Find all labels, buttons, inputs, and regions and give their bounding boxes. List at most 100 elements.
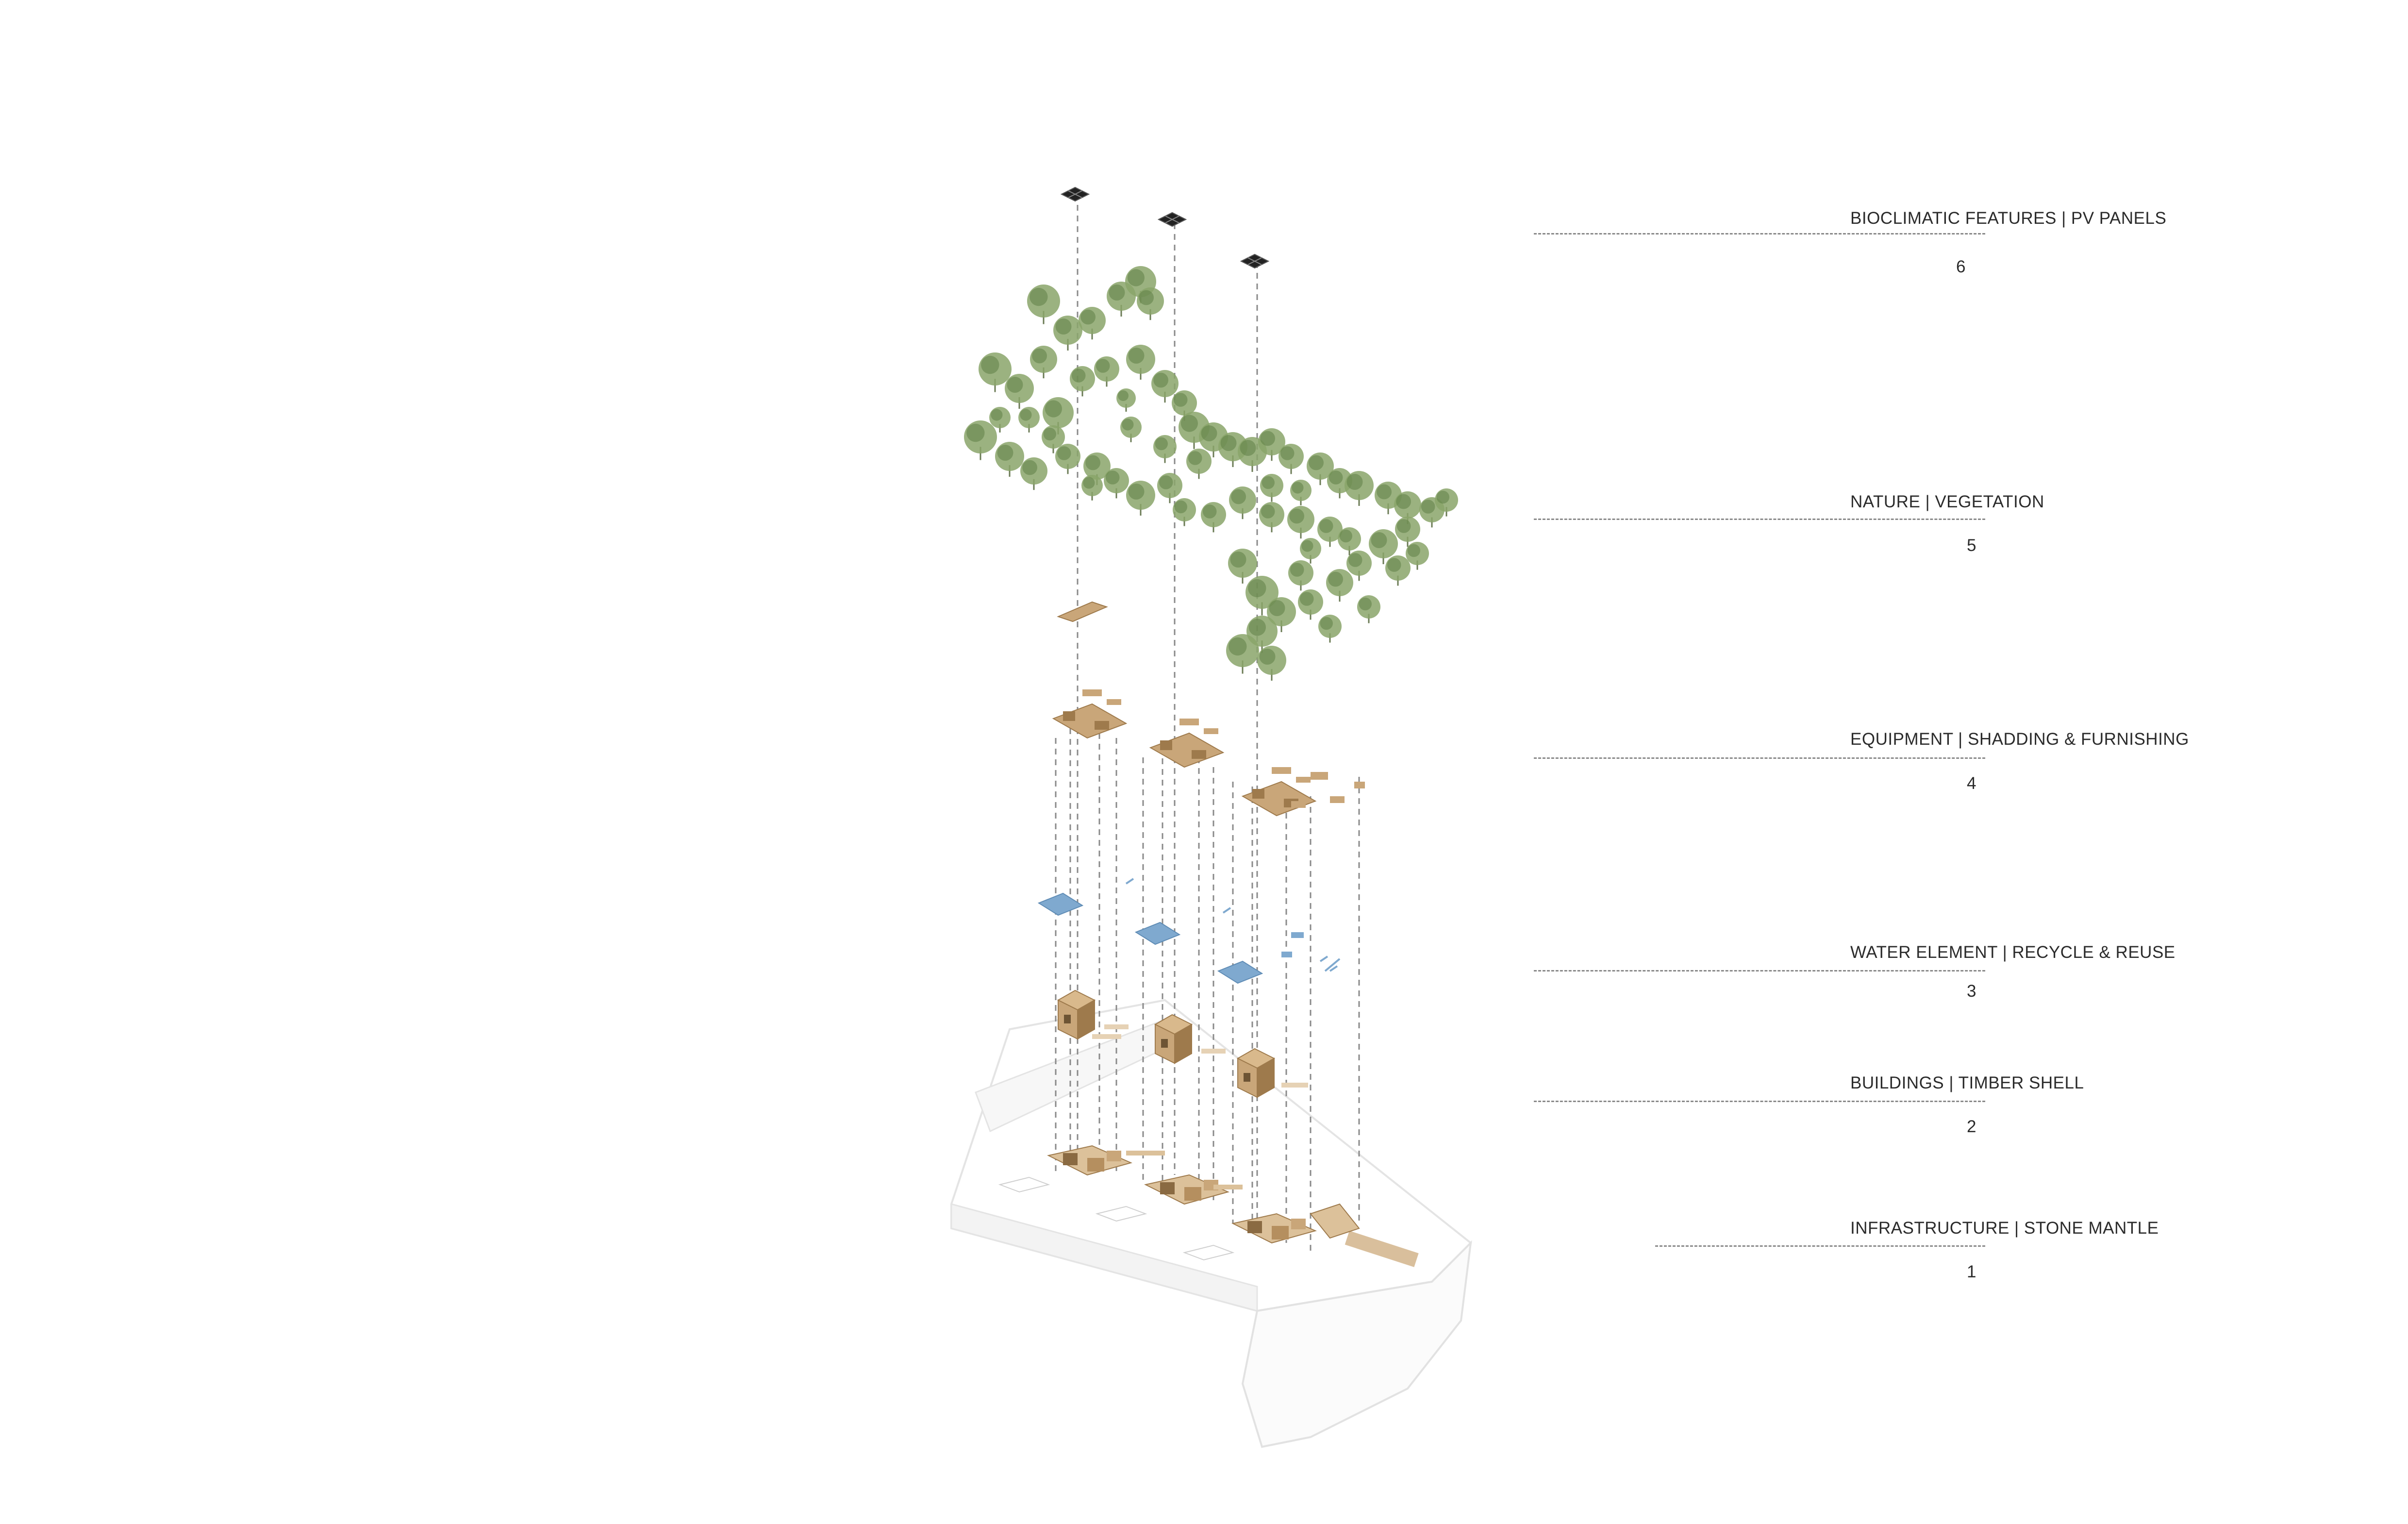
tree-canopy-shade [1436,490,1449,504]
furniture-block [1063,711,1075,721]
water-channel [1125,878,1134,885]
building-window [1064,1015,1071,1023]
tree-canopy-shade [1309,455,1324,470]
pv-panel-grid [1247,257,1262,265]
water-basin [1291,932,1304,938]
layer-number-6: 6 [1956,257,1966,276]
terrain-cliff [1241,1240,1472,1448]
pv-panel-grid [1068,190,1082,198]
outdoor-plan [1095,1206,1147,1222]
tree-canopy-shade [1259,649,1276,665]
tree-canopy-shade [1319,519,1333,533]
tree-canopy-shade [1359,597,1372,611]
layer-title-6: BIOCLIMATIC FEATURES | PV PANELS [1850,209,2167,228]
tree-canopy-shade [1299,592,1314,606]
vegetation-trees [964,266,1458,681]
layer-title-1: INFRASTRUCTURE | STONE MANTLE [1850,1219,2159,1238]
building-window [1244,1073,1250,1082]
tree-canopy-shade [1043,427,1056,441]
tree-canopy-shade [1032,348,1047,364]
water-channel [1222,907,1231,914]
roof-slat [1272,767,1291,774]
room-block [1087,1158,1104,1172]
tree-canopy-shade [1248,619,1266,636]
tree-canopy-shade [1329,470,1343,485]
deck-board [1104,1024,1129,1029]
tree-canopy-shade [1022,460,1038,475]
tree-canopy-shade [1231,489,1246,504]
tree-canopy-shade [966,423,985,442]
tree-canopy-shade [1301,540,1313,552]
furniture-block [1160,740,1172,750]
tree-canopy-shade [1371,532,1387,548]
tree-canopy-shade [1230,552,1246,568]
deck-board [1092,1034,1121,1039]
tree-canopy-shade [1377,484,1392,500]
building-wall-right [1257,1057,1275,1098]
layer-title-4: EQUIPMENT | SHADDING & FURNISHING [1850,730,2189,749]
tree-canopy-shade [1262,476,1275,489]
leader-line-6 [1534,233,1985,234]
tree-canopy-shade [1045,400,1062,418]
ground-floor-plans [998,1145,1360,1261]
tree-canopy-shade [991,409,1003,421]
tree-canopy-shade [1396,494,1412,509]
room-block [1184,1187,1201,1201]
tree-canopy-shade [1387,558,1401,572]
tree-canopy-shade [1220,435,1237,451]
water-channel [1329,965,1338,972]
water-pool [1037,892,1084,916]
furniture-block [1354,782,1365,788]
deck-board [1281,1083,1293,1088]
outdoor-plan [1182,1244,1235,1261]
tree-canopy-shade [1128,348,1145,364]
pv-panels [1060,186,1270,269]
roof-slat [1296,777,1311,783]
room-block [1107,1151,1121,1161]
layer-number-1: 1 [1967,1262,1976,1281]
tree-canopy-shade [1105,470,1120,485]
tree-canopy-shade [1118,390,1129,401]
tree-canopy-shade [1421,500,1435,514]
layer-number-4: 4 [1967,774,1976,793]
tree-canopy-shade [1030,287,1048,306]
furniture-block [1252,789,1264,799]
layer-title-5: NATURE | VEGETATION [1850,492,2044,511]
furniture-block [1192,750,1206,759]
tree-canopy-shade [1201,425,1217,441]
stone-path [1345,1231,1419,1267]
tree-canopy-shade [1080,309,1096,325]
tree-canopy-shade [1139,290,1154,305]
tree-canopy-shade [1127,269,1145,286]
tree-canopy-shade [1055,318,1072,335]
timber-shell-buildings [1057,989,1308,1098]
tree-canopy-shade [1096,359,1110,373]
tree-canopy-shade [997,445,1013,461]
outdoor-plan [998,1176,1050,1193]
tree-canopy-shade [1020,409,1032,421]
tree-canopy-shade [1260,431,1276,446]
furniture-block [1095,721,1109,730]
layer-number-5: 5 [1967,536,1976,555]
roof-slat [1082,689,1102,696]
deck-board [1201,1049,1226,1054]
furniture-block [1330,796,1345,803]
water-channel [1319,955,1329,962]
path-segment [1126,1151,1165,1156]
tree-canopy-shade [1407,544,1420,557]
terrain-base [950,999,1473,1448]
layer-number-2: 2 [1967,1117,1976,1136]
tree-canopy-shade [1202,504,1217,519]
deck-board [1284,1083,1308,1088]
layer-number-3: 3 [1967,982,1976,1001]
terrain-top [950,999,1473,1312]
annex-plan [1310,1203,1360,1239]
tree-canopy-shade [981,355,999,374]
layer-title-3: WATER ELEMENT | RECYCLE & REUSE [1850,943,2176,962]
tree-canopy-shade [1083,477,1095,489]
furniture-block [1291,801,1306,808]
roof-slat [1204,728,1218,734]
tree-canopy-shade [1180,415,1198,432]
